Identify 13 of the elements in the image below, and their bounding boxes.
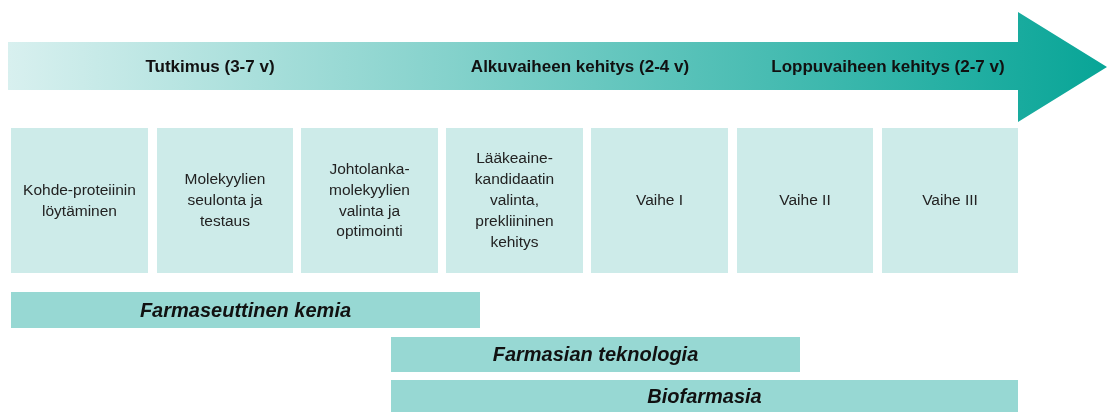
discipline-bar: Biofarmasia: [391, 380, 1018, 412]
stage-box: Kohde-proteiinin löytäminen: [11, 128, 148, 273]
stage-box: Vaihe II: [737, 128, 873, 273]
phase-label: Tutkimus (3-7 v): [145, 57, 275, 77]
discipline-bar: Farmasian teknologia: [391, 337, 800, 372]
stage-box: Molekyylien seulonta ja testaus: [157, 128, 293, 273]
stage-box: Vaihe III: [882, 128, 1018, 273]
discipline-bar: Farmaseuttinen kemia: [11, 292, 480, 328]
phase-label: Loppuvaiheen kehitys (2-7 v): [771, 57, 1005, 77]
stage-box: Vaihe I: [591, 128, 728, 273]
stage-box: Lääkeaine-kandidaatin valinta, prekliininen kehitys: [446, 128, 583, 273]
phase-label: Alkuvaiheen kehitys (2-4 v): [470, 57, 690, 77]
stage-box: Johtolanka-molekyylien valinta ja optimointi: [301, 128, 438, 273]
